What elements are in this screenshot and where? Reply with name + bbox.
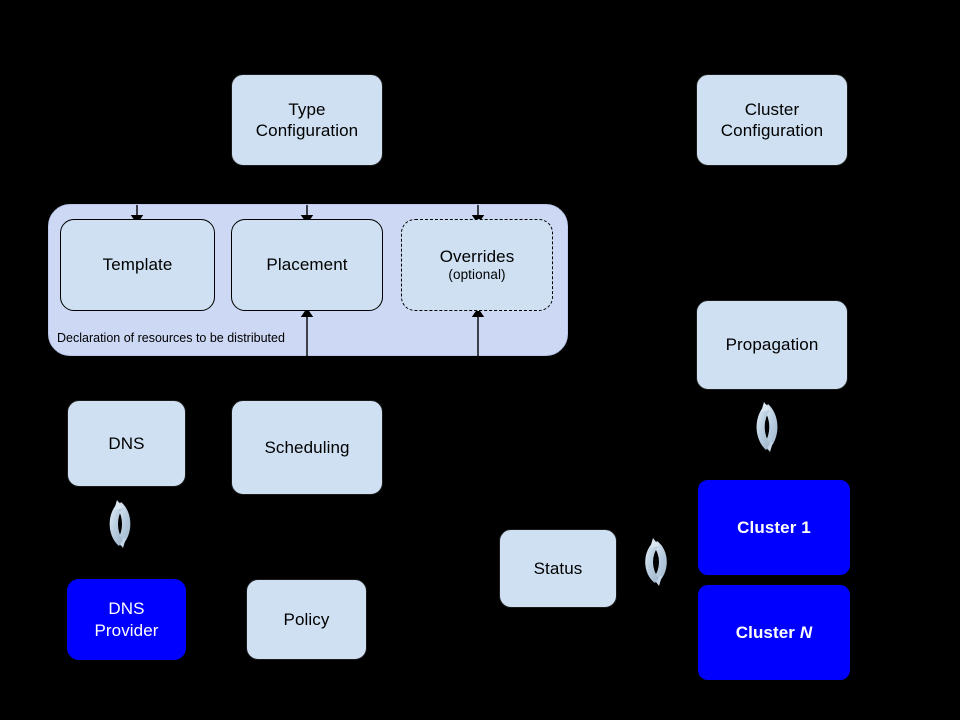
node-template[interactable]: Template <box>60 219 215 311</box>
node-status[interactable]: Status <box>499 529 617 608</box>
node-propagation-label: Propagation <box>725 335 819 355</box>
node-policy-label: Policy <box>283 609 330 629</box>
node-cluster-configuration-label: Cluster Configuration <box>720 99 824 140</box>
node-type-configuration[interactable]: Type Configuration <box>231 74 383 166</box>
node-overrides-label: Overrides (optional) <box>439 246 515 283</box>
node-dns-label: DNS <box>108 433 145 453</box>
node-scheduling[interactable]: Scheduling <box>231 400 383 495</box>
sync-arrows-icon-clusters <box>648 541 662 583</box>
panel-caption: Declaration of resources to be distribut… <box>57 331 285 345</box>
node-dns[interactable]: DNS <box>67 400 186 487</box>
node-overrides[interactable]: Overrides (optional) <box>401 219 553 311</box>
node-policy[interactable]: Policy <box>246 579 367 660</box>
node-scheduling-label: Scheduling <box>264 437 350 457</box>
node-type-configuration-label: Type Configuration <box>255 99 359 140</box>
sync-arrows-icon-propagation <box>756 402 778 452</box>
node-cluster-n[interactable]: Cluster N <box>698 585 850 680</box>
node-dns-provider[interactable]: DNS Provider <box>67 579 186 660</box>
node-propagation[interactable]: Propagation <box>696 300 848 390</box>
sync-arrows-icon-dns <box>109 500 131 548</box>
node-cluster-configuration[interactable]: Cluster Configuration <box>696 74 848 166</box>
node-overrides-sublabel: (optional) <box>448 267 506 283</box>
sync-arrows-icon-status <box>645 538 667 586</box>
node-cluster-1[interactable]: Cluster 1 <box>698 480 850 575</box>
node-placement[interactable]: Placement <box>231 219 383 311</box>
node-status-label: Status <box>533 558 583 578</box>
node-cluster-1-label: Cluster 1 <box>737 517 811 537</box>
node-dns-provider-label: DNS Provider <box>94 599 159 640</box>
node-template-label: Template <box>102 255 173 275</box>
node-cluster-n-label: Cluster N <box>735 622 813 642</box>
node-placement-label: Placement <box>266 255 348 275</box>
